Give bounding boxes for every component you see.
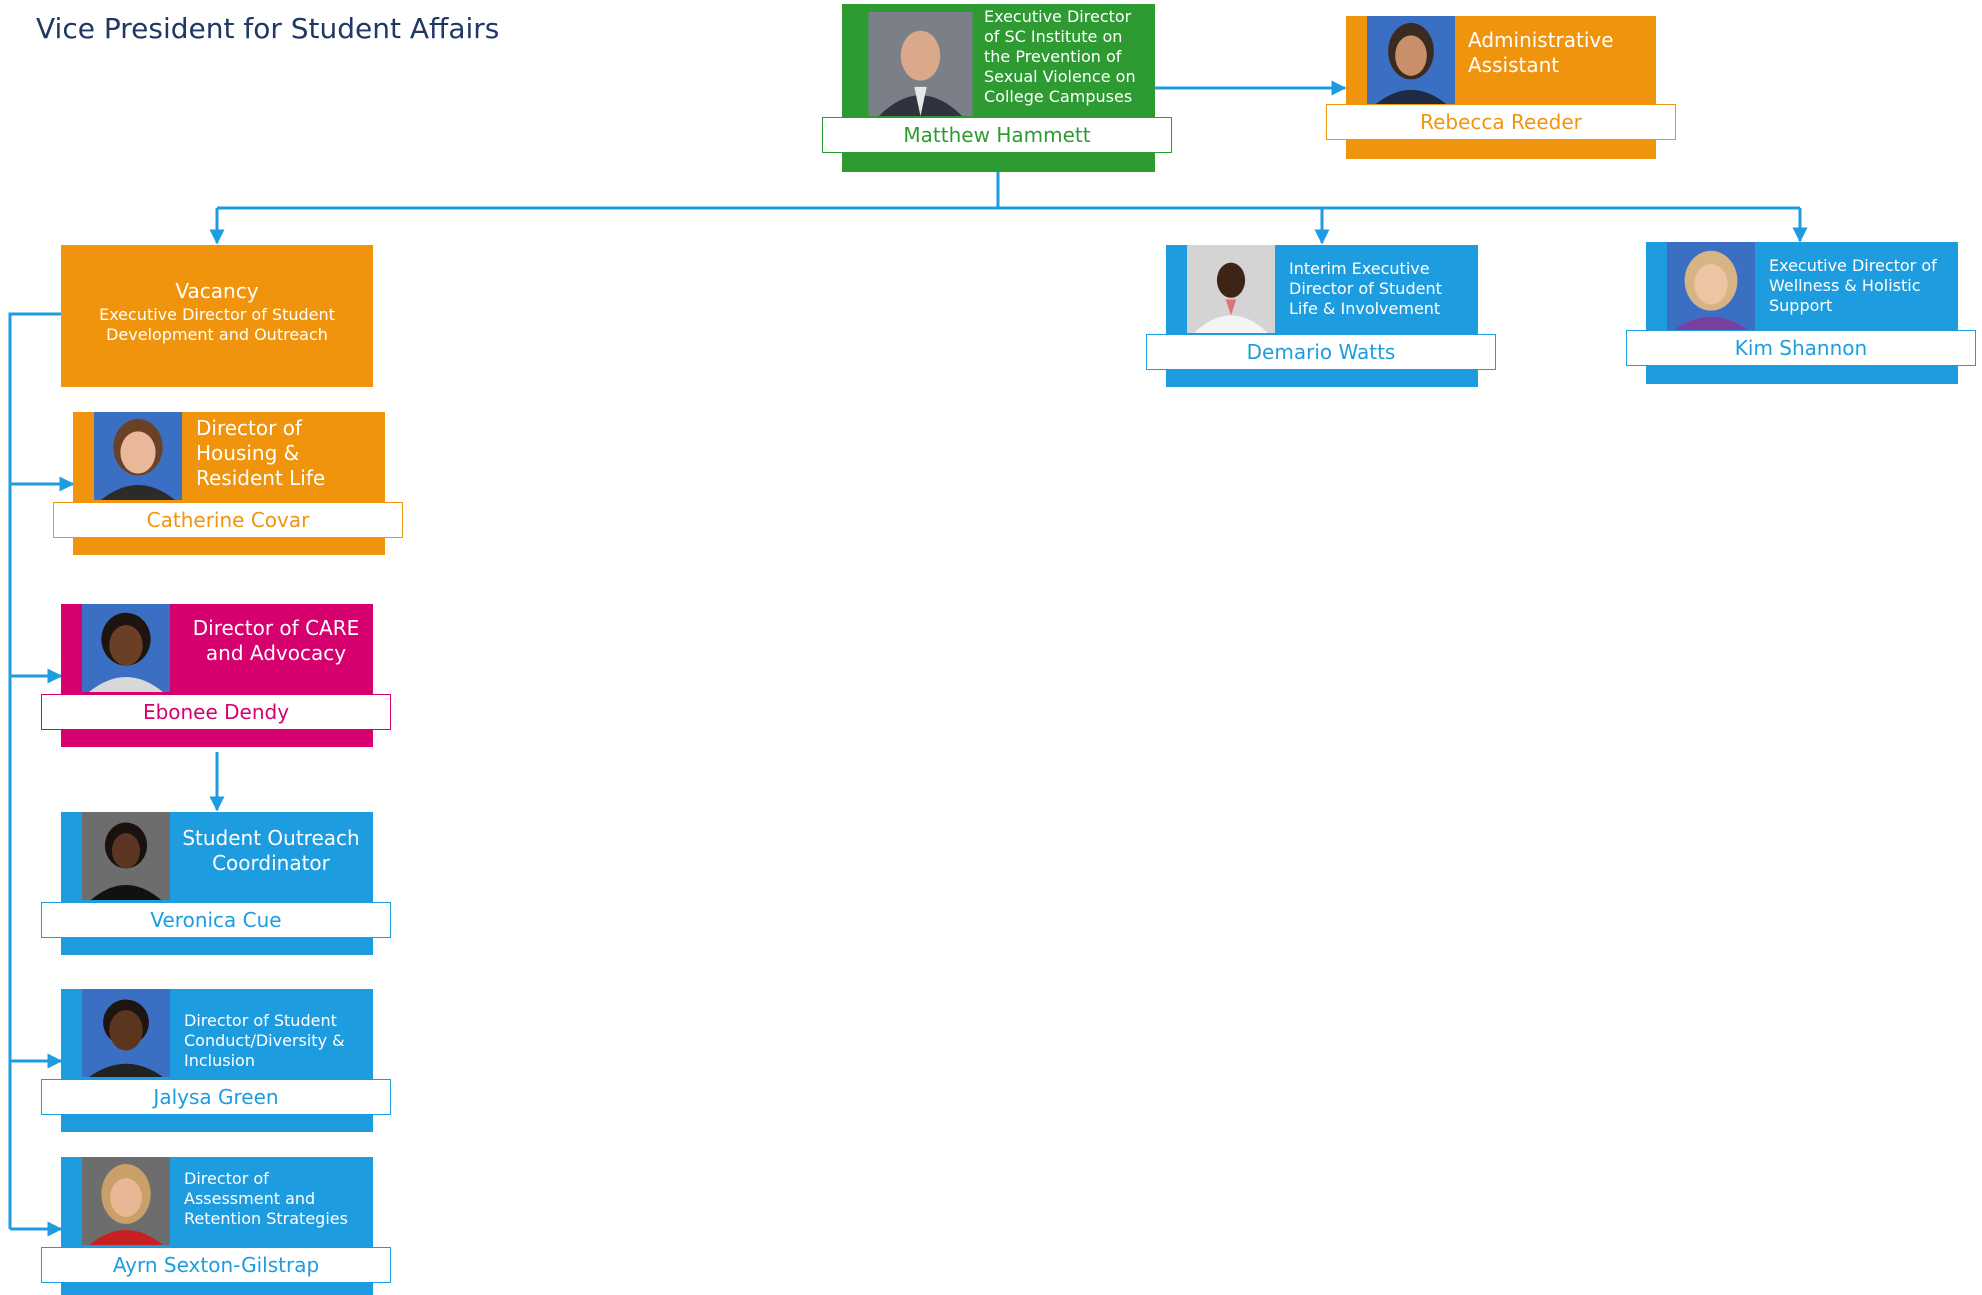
- node-role: Student Outreach Coordinator: [182, 826, 360, 875]
- org-node-watts: Interim Executive Director of Student Li…: [1146, 245, 1496, 387]
- node-name: Jalysa Green: [41, 1079, 391, 1115]
- node-role: Executive Director of SC Institute on th…: [984, 7, 1136, 106]
- node-card: [61, 245, 373, 387]
- page-title: Vice President for Student Affairs: [36, 12, 500, 45]
- node-role: Administrative Assistant: [1468, 28, 1614, 77]
- org-node-reeder: Administrative Assistant Rebecca Reeder: [1326, 16, 1676, 159]
- portrait-photo: [1667, 242, 1755, 330]
- node-name: Ayrn Sexton-Gilstrap: [41, 1247, 391, 1283]
- node-role: Executive Director of Student Developmen…: [99, 305, 335, 344]
- connector-vacancy-spine: [8, 312, 61, 1229]
- node-name: Kim Shannon: [1626, 330, 1976, 366]
- portrait-photo: [82, 1157, 170, 1245]
- org-node-hammett: Executive Director of SC Institute on th…: [822, 4, 1172, 172]
- node-name: Matthew Hammett: [822, 117, 1172, 153]
- org-node-dendy: Director of CARE and Advocacy Ebonee Den…: [41, 604, 391, 747]
- org-node-vacancy: Vacancy Executive Director of Student De…: [61, 245, 373, 387]
- org-node-jgreen: Director of Student Conduct/Diversity & …: [41, 989, 391, 1132]
- org-node-sexton: Director of Assessment and Retention Str…: [41, 1157, 391, 1295]
- node-role: Director of CARE and Advocacy: [192, 616, 360, 665]
- portrait-photo: [868, 12, 973, 116]
- node-role: Director of Housing & Resident Life: [196, 416, 326, 490]
- portrait-photo: [1187, 245, 1275, 333]
- node-role: Director of Student Conduct/Diversity & …: [184, 1011, 345, 1070]
- portrait-photo: [94, 412, 182, 500]
- org-node-cue: Student Outreach Coordinator Veronica Cu…: [41, 812, 391, 955]
- portrait-photo: [82, 604, 170, 692]
- org-node-shannon: Executive Director of Wellness & Holisti…: [1626, 242, 1976, 384]
- portrait-photo: [82, 812, 170, 900]
- node-name: Veronica Cue: [41, 902, 391, 938]
- org-node-covar: Director of Housing & Resident Life Cath…: [53, 412, 403, 555]
- node-name: Demario Watts: [1146, 334, 1496, 370]
- node-name: Rebecca Reeder: [1326, 104, 1676, 140]
- portrait-photo: [82, 989, 170, 1077]
- node-name: Catherine Covar: [53, 502, 403, 538]
- node-role: Interim Executive Director of Student Li…: [1289, 259, 1442, 318]
- vacancy-title: Vacancy: [175, 279, 259, 303]
- node-name: Ebonee Dendy: [41, 694, 391, 730]
- portrait-photo: [1367, 16, 1455, 104]
- node-role: Director of Assessment and Retention Str…: [184, 1169, 348, 1228]
- node-role: Executive Director of Wellness & Holisti…: [1769, 256, 1937, 315]
